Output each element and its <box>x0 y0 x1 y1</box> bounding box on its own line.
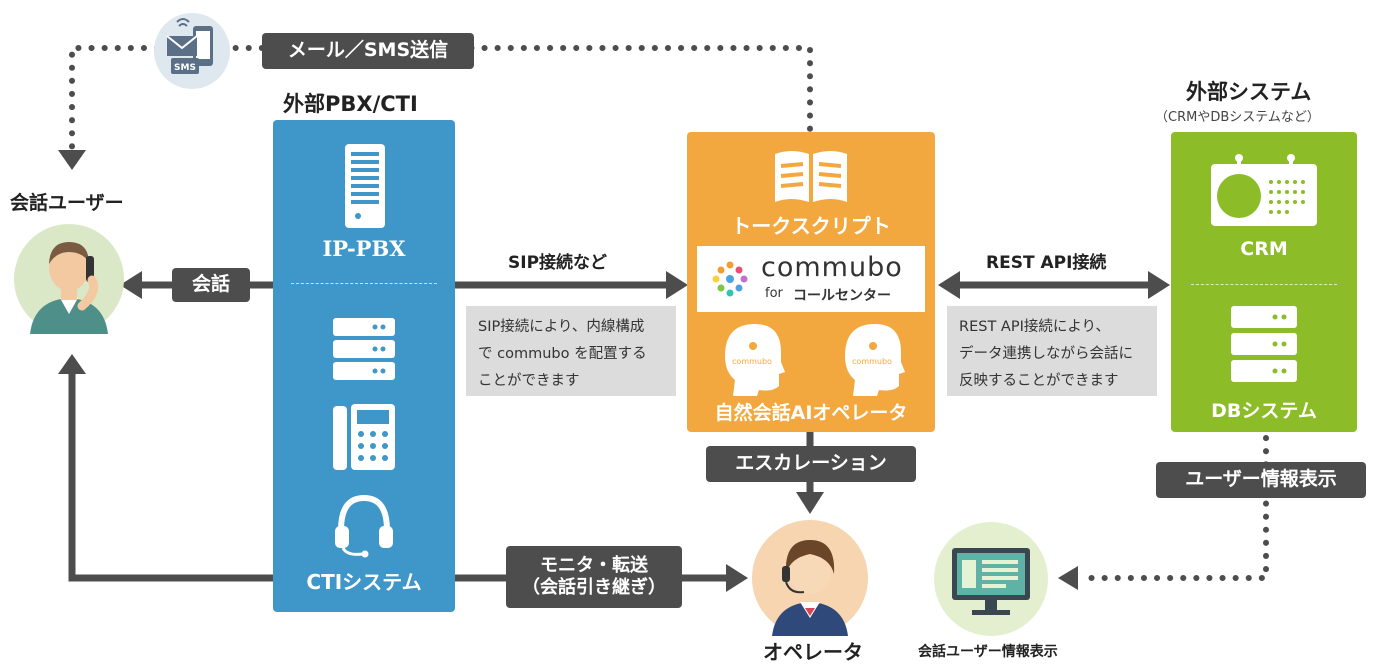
userinfo-dotted-path <box>1077 435 1269 581</box>
sms-arrowhead <box>58 150 86 170</box>
sip-connection-label: SIP接続など <box>508 253 608 273</box>
cti-system-label: CTIシステム <box>306 570 422 594</box>
ai-head-label: commubo <box>732 357 772 366</box>
svg-text:SMS: SMS <box>174 63 196 73</box>
rest-api-label: REST API接続 <box>986 253 1107 273</box>
server-icon <box>345 144 385 228</box>
escalation-tag: エスカレーション <box>706 446 916 482</box>
ai-operator-label: 自然会話AIオペレータ <box>714 402 908 424</box>
pbx-cti-panel: IP-PBX CTIシステム <box>273 120 455 612</box>
commubo-logo-sub: コールセンター <box>793 288 891 304</box>
server-stack-icon <box>333 318 395 380</box>
divider <box>1191 284 1337 285</box>
user-title: 会話ユーザー <box>10 192 124 214</box>
monitor-transfer-tag: モニタ・転送 （会話引き継ぎ） <box>506 546 682 608</box>
user-info-display-tag: ユーザー情報表示 <box>1156 462 1366 498</box>
conversation-tag: 会話 <box>172 268 250 302</box>
headset-icon <box>335 494 393 558</box>
commubo-logo-for: for <box>765 286 783 301</box>
book-icon <box>775 151 847 202</box>
commubo-logo: commubo for コールセンター <box>697 246 925 312</box>
crm-dashboard-icon <box>1211 154 1317 226</box>
ai-head-icon: commubo <box>845 324 905 396</box>
sms-send-tag: メール／SMS送信 <box>262 33 474 69</box>
crm-label: CRM <box>1240 238 1288 260</box>
database-icon <box>1231 306 1297 382</box>
desk-phone-icon <box>333 404 395 470</box>
commubo-panel: トークスクリプト commubo for コールセンター commubo com… <box>687 132 935 432</box>
commubo-dots-icon <box>712 261 748 297</box>
ai-head-icon: commubo <box>725 324 785 396</box>
sip-note: SIP接続により、内線構成 で commubo を配置する ことができます <box>466 306 676 396</box>
pbx-title: 外部PBX/CTI <box>283 92 418 116</box>
commubo-logo-name: commubo <box>761 252 903 283</box>
monitor-title: 会話ユーザー情報表示 <box>918 644 1058 660</box>
ai-head-label: commubo <box>852 357 892 366</box>
monitor-icon <box>932 520 1050 638</box>
ip-pbx-label: IP-PBX <box>322 236 406 261</box>
divider <box>291 283 437 284</box>
db-system-label: DBシステム <box>1211 400 1317 422</box>
external-system-panel: CRM DBシステム <box>1171 132 1357 432</box>
external-system-subtitle: （CRMやDBシステムなど） <box>1155 110 1320 125</box>
talk-script-label: トークスクリプト <box>731 214 891 238</box>
operator-avatar <box>750 518 870 638</box>
sms-email-phone-icon: SMS <box>153 12 231 90</box>
rest-api-note: REST API接続により、 データ連携しながら会話に 反映することができます <box>947 306 1157 396</box>
customer-on-phone-avatar <box>12 222 126 336</box>
operator-title: オペレータ <box>763 640 863 664</box>
cti-return-path <box>68 372 275 582</box>
userinfo-arrowhead <box>1058 566 1078 590</box>
external-system-title: 外部システム <box>1186 80 1312 104</box>
